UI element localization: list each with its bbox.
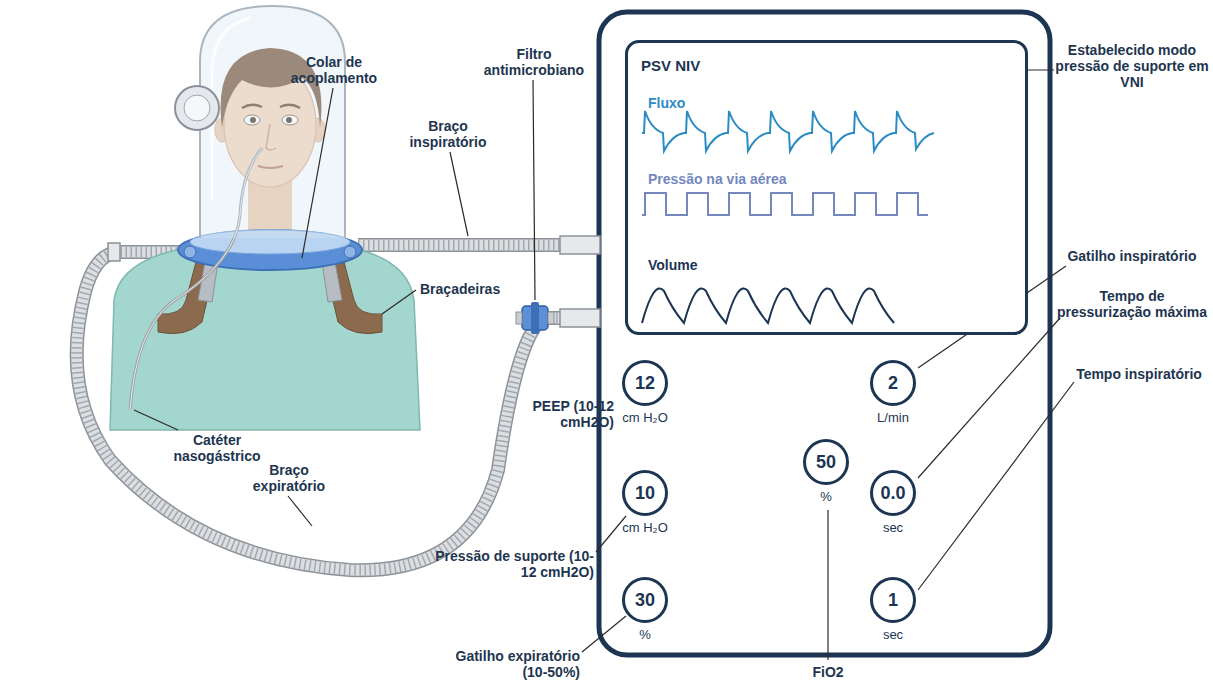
screen-text: Pressão na via aérea <box>648 171 787 187</box>
callout-label: Pressão de suporte (10-12 cmH2O) <box>428 548 594 580</box>
dial-unit: % <box>820 489 832 504</box>
antimicrobial-filter <box>516 302 554 334</box>
dial-unit: sec <box>883 520 903 535</box>
callout-label: Estabelecido modo pressão de suporte em … <box>1055 42 1209 90</box>
callout-label: Catéter nasogástrico <box>170 432 264 464</box>
hoses <box>77 245 562 570</box>
setting-dial: 0.0sec <box>870 470 916 516</box>
setting-dial: 30% <box>622 577 668 623</box>
dial-value: 30 <box>625 590 665 611</box>
volume-wave <box>642 288 894 323</box>
flow-wave <box>642 111 934 151</box>
ventilator-housing <box>599 12 1050 655</box>
dial-value: 10 <box>625 483 665 504</box>
callout-label: Braço expiratório <box>240 462 338 494</box>
dial-value: 2 <box>873 373 913 394</box>
dial-value: 1 <box>873 590 913 611</box>
pressure-wave <box>642 193 928 215</box>
setting-dial: 50% <box>803 439 849 485</box>
dial-unit: cm H₂O <box>622 410 668 425</box>
screen-text: PSV NIV <box>641 57 700 74</box>
dial-unit: cm H₂O <box>622 520 668 535</box>
monitor-screen: PSV NIV FluxoPressão na via aéreaVolume <box>625 40 1028 335</box>
waveforms <box>628 43 1025 332</box>
screen-text: Volume <box>648 257 698 273</box>
callout-label: Tempo de pressurização máxima <box>1055 288 1209 320</box>
dial-value: 12 <box>625 373 665 394</box>
dial-value: 50 <box>806 452 846 473</box>
callout-label: FiO2 <box>798 664 858 680</box>
callout-label: Gatilho expiratório (10-50%) <box>428 648 580 680</box>
setting-dial: 1sec <box>870 577 916 623</box>
callout-label: Filtro antimicrobiano <box>478 46 590 78</box>
setting-dial: 10cm H₂O <box>622 470 668 516</box>
patient-figure <box>110 6 420 430</box>
callout-label: Braço inspiratório <box>402 118 494 150</box>
dial-unit: % <box>639 627 651 642</box>
dial-unit: sec <box>883 627 903 642</box>
dial-unit: L/min <box>877 410 909 425</box>
callout-label: Gatilho inspiratório <box>1055 248 1209 264</box>
callout-label: PEEP (10-12 cmH2O) <box>498 398 614 430</box>
screen-text: Fluxo <box>648 95 685 111</box>
setting-dial: 12cm H₂O <box>622 360 668 406</box>
callout-label: Colar de acoplamento <box>288 54 380 86</box>
setting-dial: 2L/min <box>870 360 916 406</box>
callout-label: Braçadeiras <box>420 281 520 297</box>
callout-label: Tempo inspiratório <box>1069 366 1209 382</box>
dial-value: 0.0 <box>873 483 913 504</box>
